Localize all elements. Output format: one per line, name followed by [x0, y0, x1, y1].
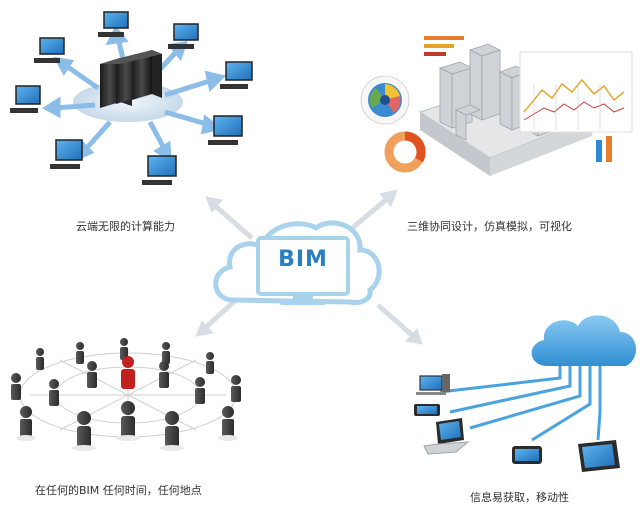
caption-information-access: 信息易获取，移动性	[470, 491, 569, 504]
caption-cloud-computing: 云端无限的计算能力	[76, 220, 175, 233]
laptop-icon	[423, 418, 470, 455]
caption-anytime-anywhere: 在任何的BIM 任何时间，任何地点	[35, 484, 202, 497]
cloud-icon	[531, 315, 637, 366]
server-rack-icon	[100, 50, 162, 108]
caption-3d-collaboration: 三维协同设计，仿真模拟，可视化	[407, 220, 572, 233]
highlighted-person-icon	[121, 356, 135, 389]
line-chart-panel	[519, 51, 633, 133]
mobile-access-illustration	[414, 315, 637, 472]
monitor-icon	[220, 61, 253, 89]
people-network-illustration	[11, 338, 241, 451]
radial-chart	[360, 75, 410, 125]
people-figures	[11, 338, 241, 448]
cloud-computing-illustration	[10, 11, 253, 185]
donut-chart	[384, 131, 426, 173]
arrow-to-top-left	[205, 196, 254, 240]
city-buildings	[438, 43, 557, 141]
arrow-to-bottom-left	[195, 296, 240, 337]
client-monitors	[10, 11, 253, 185]
bim-label: BIM	[278, 247, 328, 272]
connector-arrows	[195, 189, 423, 345]
arrow-to-top-right	[348, 189, 398, 232]
monitor-icon	[168, 23, 199, 49]
monitor-icon	[10, 85, 41, 113]
bar-chart-panel	[424, 36, 612, 162]
monitor-icon	[50, 139, 83, 169]
desktop-computer-icon	[416, 374, 450, 395]
monitor-icon	[142, 155, 177, 185]
monitor-icon	[98, 11, 129, 37]
cloud-connections	[439, 366, 602, 442]
phone-icon	[414, 404, 440, 416]
arrow-to-bottom-right	[376, 303, 423, 345]
monitor-icon	[34, 37, 65, 63]
smartphone-icon	[512, 446, 542, 464]
bim-cloud	[213, 220, 382, 305]
monitor-icon	[208, 115, 243, 145]
tablet-icon	[578, 440, 620, 472]
simulation-visualization-illustration	[360, 36, 633, 176]
